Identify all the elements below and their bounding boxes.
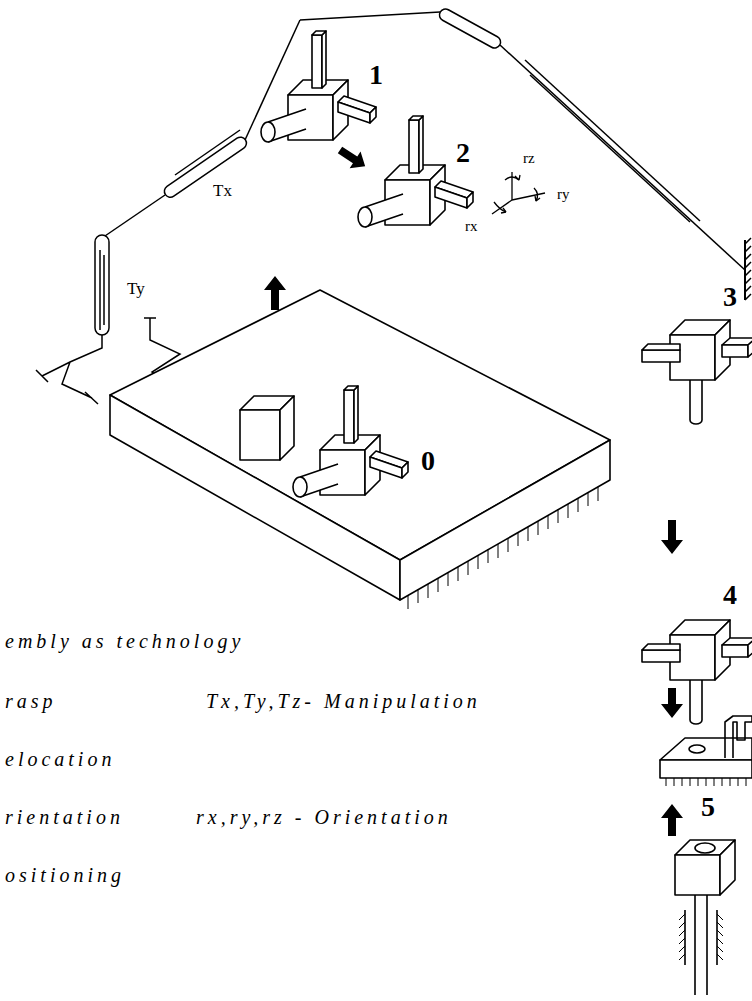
caption-text: embly as technology [4,630,245,652]
axis-label: Ty [126,280,146,299]
caption-text: elocation [4,748,116,770]
base-plate [110,290,610,609]
part-3 [642,320,752,424]
callout-number: 5 [700,792,716,823]
callout-number: 1 [368,60,384,91]
axis-label: Tx [212,182,233,201]
axis-label: ry [556,186,571,203]
part-0 [293,386,408,497]
caption-text: rasp [4,690,58,712]
part-1 [261,31,376,142]
motion-arrow [264,142,683,836]
axis-label: rx [464,218,479,235]
callout-number: 3 [722,282,738,313]
callout-number: 0 [420,446,436,477]
axis-label: rz [522,150,536,167]
orientation-frame [492,172,545,214]
caption-text: rientation [4,806,125,828]
callout-number: 2 [455,138,471,169]
caption-text: ositioning [4,864,126,886]
part-5 [675,840,735,995]
part-2 [358,116,473,227]
part-4 [642,620,752,724]
caption-text: rx,ry,rz - Orientation [195,806,453,828]
callout-number: 4 [722,580,738,611]
caption-text: Tx,Ty,Tz- Manipulation [205,690,482,712]
fixture [660,716,752,786]
